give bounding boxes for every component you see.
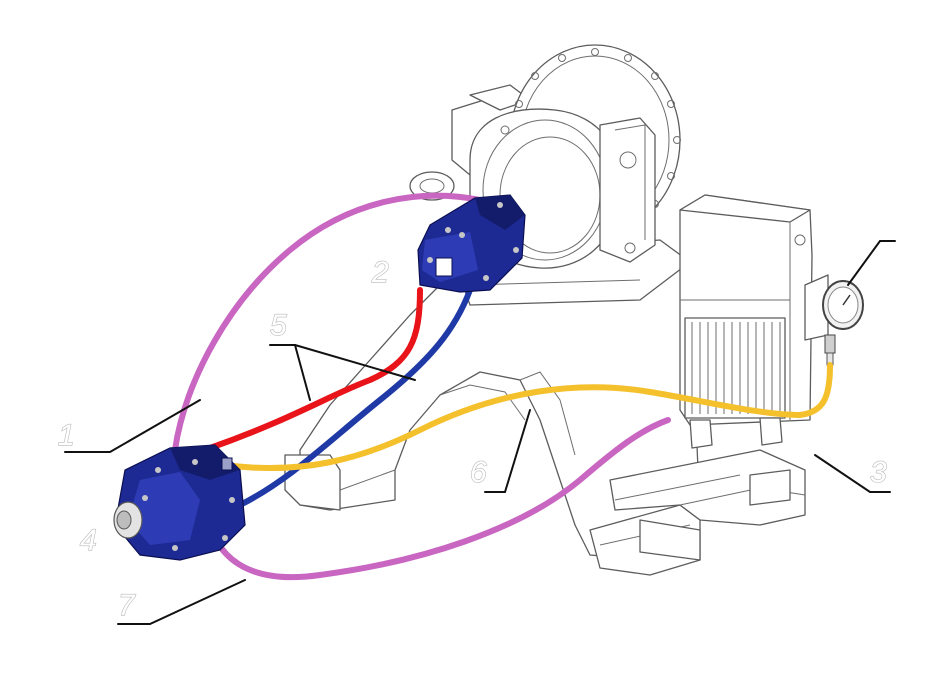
leader-3 xyxy=(814,454,891,493)
leader-7 xyxy=(117,579,246,625)
drain-line-upper xyxy=(172,192,483,453)
callout-labels: 1 2 3 4 5 6 7 xyxy=(57,255,887,622)
hydraulic-pump xyxy=(113,444,246,561)
pressure-line xyxy=(207,287,423,451)
callout-6: 6 xyxy=(470,456,487,489)
leader-lines xyxy=(64,240,896,625)
callout-7: 7 xyxy=(118,589,136,622)
return-line xyxy=(237,287,473,508)
hydraulic-hoses xyxy=(172,192,833,581)
slewing-gearbox xyxy=(409,44,681,269)
callout-3: 3 xyxy=(870,456,887,489)
callout-1: 1 xyxy=(58,419,75,452)
cooling-line xyxy=(222,362,833,472)
leader-1 xyxy=(64,399,201,453)
pressure-gauge xyxy=(822,280,864,366)
cooler-fins xyxy=(684,317,786,419)
callout-4: 4 xyxy=(80,524,97,557)
hydraulic-motor xyxy=(417,194,526,293)
leader-5b xyxy=(294,344,416,381)
leader-4 xyxy=(847,240,896,286)
leader-6 xyxy=(484,409,531,493)
flange-bolts xyxy=(515,48,681,208)
oil-cooler xyxy=(679,194,829,449)
leader-5 xyxy=(269,344,311,401)
callout-2: 2 xyxy=(371,256,389,289)
drain-line-lower xyxy=(202,417,671,581)
callout-5: 5 xyxy=(270,309,287,342)
